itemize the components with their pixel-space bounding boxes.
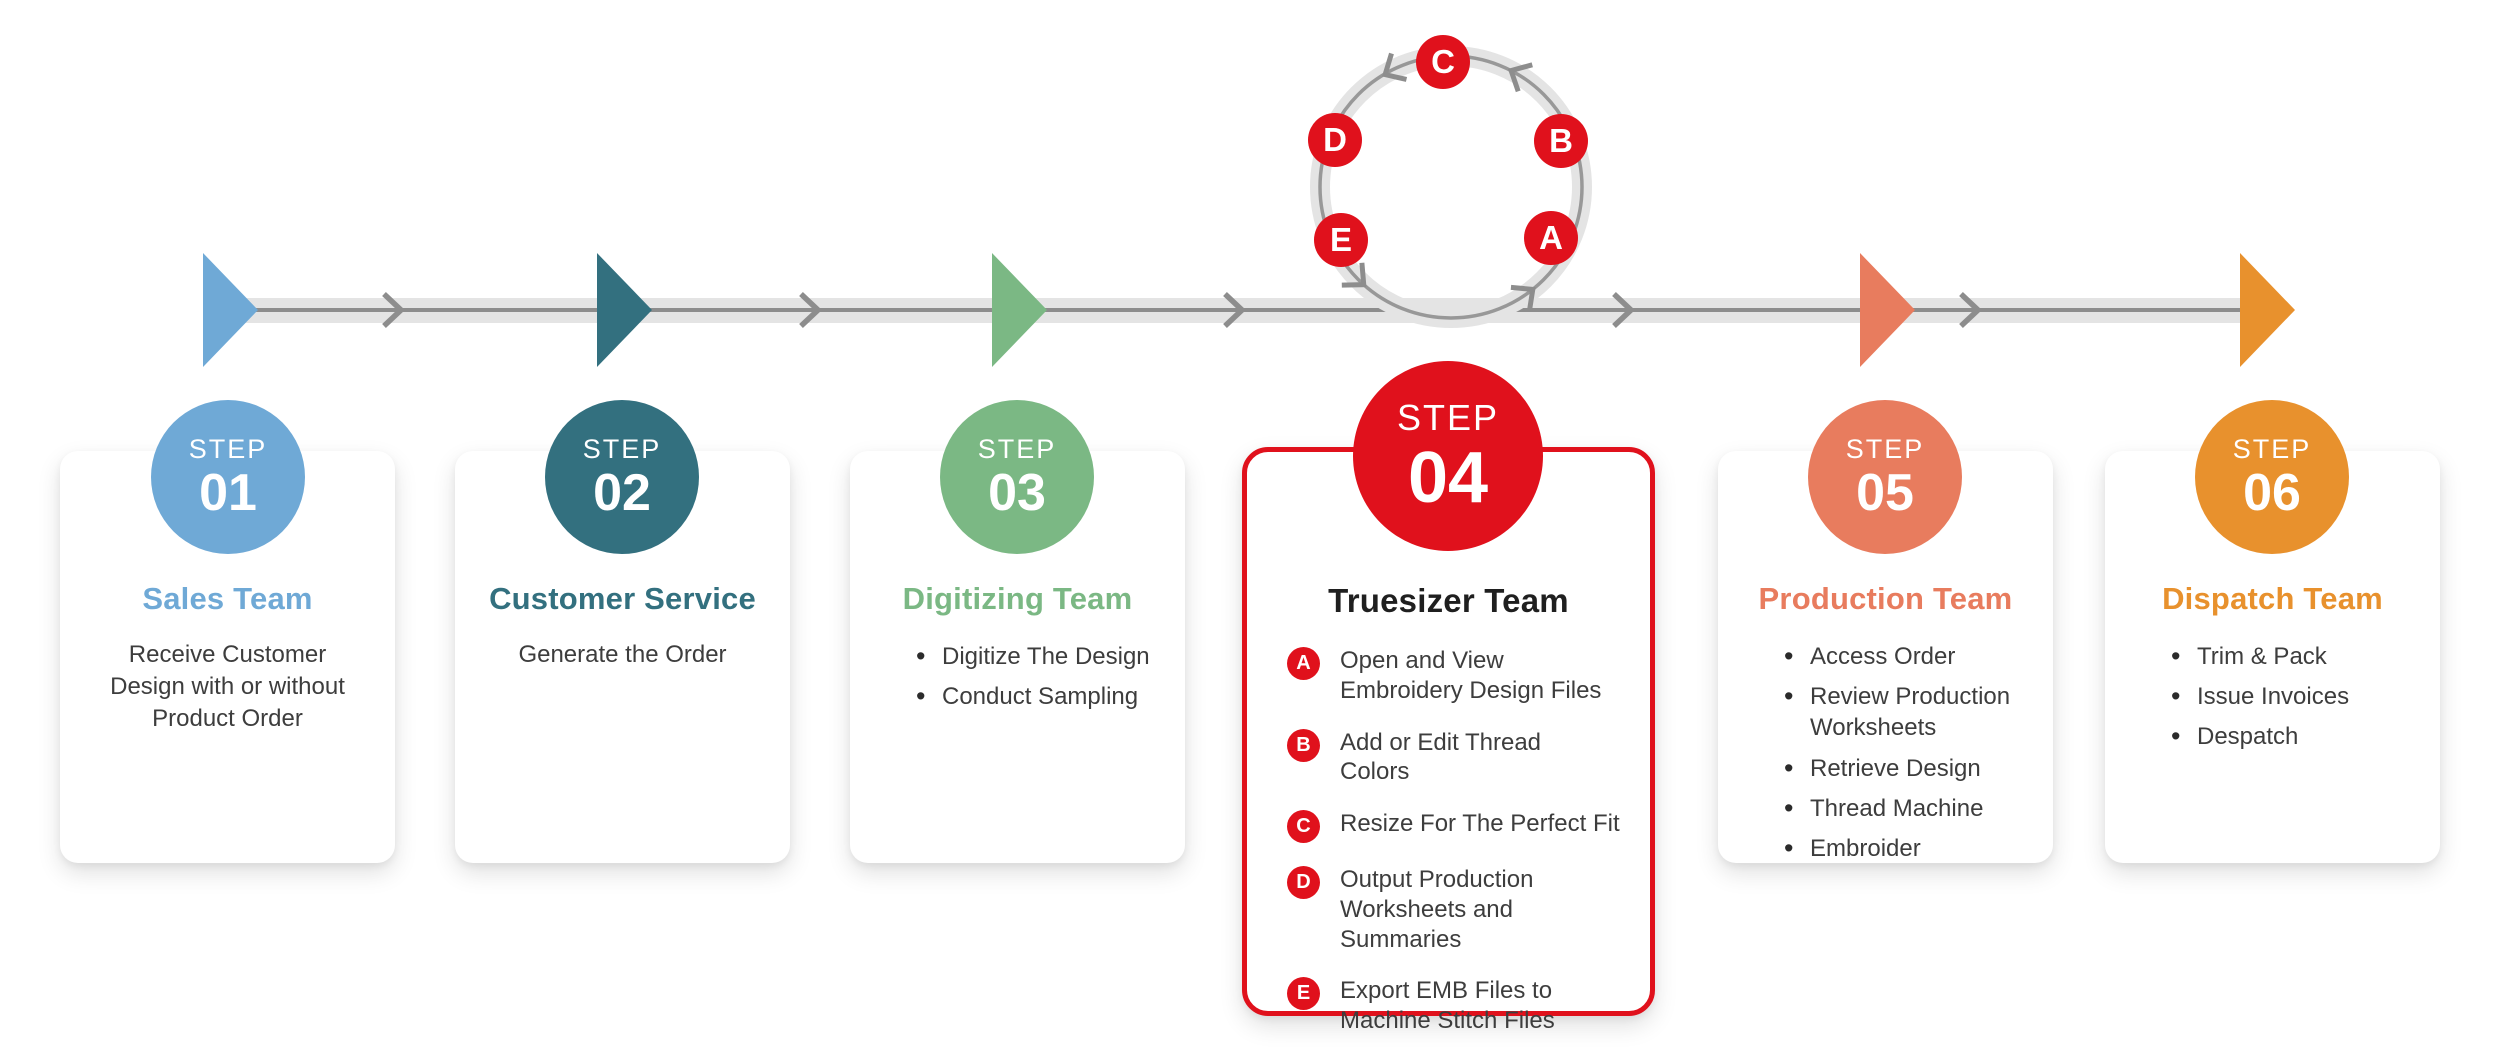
- arrow-chevron-icon: [1959, 291, 1983, 329]
- list-item: Despatch: [2171, 719, 2416, 754]
- text-line: Machine Stitch Files: [1340, 1007, 1555, 1034]
- list-item-text: Resize For The Perfect Fit: [1340, 809, 1620, 839]
- step-2-arrowhead-icon: [597, 253, 652, 367]
- loop-badge-c: C: [1416, 35, 1470, 89]
- arrow-chevron-icon: [382, 291, 406, 329]
- text-line: Add or Edit Thread: [1340, 728, 1542, 756]
- list-item: A Open and View Embroidery Design Files: [1287, 646, 1626, 706]
- list-item-text: Open and View Embroidery Design Files: [1340, 646, 1601, 706]
- list-item: Digitize The Design: [916, 639, 1161, 674]
- letter-badge-d: D: [1287, 866, 1320, 899]
- list-item: D Output Production Worksheets and Summa…: [1287, 865, 1626, 954]
- loop-badge-d: D: [1308, 113, 1362, 167]
- list-item: Trim & Pack: [2171, 639, 2416, 674]
- step-2-circle: STEP 02: [545, 400, 699, 554]
- loop-circle-line: [1318, 54, 1584, 320]
- text-line: Worksheets and Summaries: [1340, 895, 1513, 953]
- arrow-chevron-icon: [799, 291, 823, 329]
- bullet-list: Digitize The Design Conduct Sampling: [916, 639, 1161, 714]
- arrow-chevron-icon: [1223, 291, 1247, 329]
- step-6-arrowhead-icon: [2240, 253, 2295, 367]
- text-line: Export EMB Files to: [1340, 977, 1553, 1005]
- text-line: Output Production: [1340, 866, 1534, 893]
- step-number: 02: [593, 463, 651, 522]
- card-title: Production Team: [1758, 581, 2013, 616]
- list-item-text: Output Production Worksheets and Summari…: [1340, 865, 1626, 954]
- card-title: Dispatch Team: [2162, 581, 2383, 616]
- loop-arrow-icon: [1510, 284, 1536, 312]
- card-title: Customer Service: [489, 581, 756, 616]
- step-5-arrowhead-icon: [1860, 253, 1915, 367]
- card-title: Digitizing Team: [902, 581, 1133, 616]
- step-1-circle: STEP 01: [151, 400, 305, 554]
- card-description: Receive Customer Design with or without …: [110, 641, 345, 733]
- loop-badge-b: B: [1534, 114, 1588, 168]
- step-number: 01: [199, 463, 257, 522]
- step-5-circle: STEP 05: [1808, 400, 1962, 554]
- card-truesizer-team: Truesizer Team A Open and View Embroider…: [1242, 447, 1655, 1034]
- list-item: Issue Invoices: [2171, 679, 2416, 714]
- list-item: Conduct Sampling: [916, 679, 1161, 714]
- card-dispatch-team: Dispatch Team Trim & Pack Issue Invoices…: [2105, 451, 2440, 863]
- step-number: 05: [1856, 463, 1914, 522]
- text-line: Embroidery Design Files: [1340, 676, 1602, 704]
- step-number: 06: [2243, 463, 2301, 522]
- loop-arrow-icon: [1507, 62, 1533, 93]
- list-item: Retrieve Design: [1784, 751, 2029, 786]
- text-line: Colors: [1340, 758, 1410, 786]
- letter-badge-a: A: [1287, 647, 1320, 680]
- loop-badge-a: A: [1524, 211, 1578, 265]
- text-line: Resize For The Perfect Fit: [1340, 810, 1620, 837]
- lettered-list: A Open and View Embroidery Design Files …: [1287, 646, 1626, 1036]
- list-item: Thread Machine: [1784, 791, 2029, 826]
- list-item-text: Export EMB Files to Machine Stitch Files: [1340, 976, 1555, 1036]
- step-number: 04: [1407, 437, 1489, 518]
- step-label: STEP: [2232, 434, 2312, 465]
- step-4-circle: STEP 04: [1353, 361, 1543, 551]
- list-item: Review Production Worksheets: [1784, 679, 2029, 743]
- loop-arrow-icon: [1341, 262, 1367, 288]
- list-item: B Add or Edit Thread Colors: [1287, 728, 1626, 788]
- card-description: Generate the Order: [518, 641, 727, 668]
- list-item: C Resize For The Perfect Fit: [1287, 809, 1626, 843]
- list-item-text: Add or Edit Thread Colors: [1340, 728, 1541, 788]
- letter-badge-b: B: [1287, 728, 1320, 762]
- loop-badge-e: E: [1314, 213, 1368, 267]
- step-label: STEP: [1845, 434, 1925, 465]
- bullet-list: Trim & Pack Issue Invoices Despatch: [2171, 639, 2416, 755]
- step-3-arrowhead-icon: [992, 253, 1047, 367]
- letter-badge-e: E: [1287, 977, 1320, 1011]
- card-title: Truesizer Team: [1328, 582, 1569, 619]
- letter-badge-c: C: [1287, 810, 1320, 843]
- loop-arrow-icon: [1381, 52, 1408, 82]
- text-line: Open and View: [1340, 647, 1504, 674]
- step-1-arrowhead-icon: [203, 253, 258, 367]
- step-6-circle: STEP 06: [2195, 400, 2349, 554]
- arrow-chevron-icon: [1612, 291, 1636, 329]
- step-label: STEP: [1396, 397, 1500, 439]
- card-title: Sales Team: [142, 581, 313, 616]
- timeline-line: [230, 308, 2270, 312]
- step-label: STEP: [188, 434, 268, 465]
- list-item: E Export EMB Files to Machine Stitch Fil…: [1287, 976, 1626, 1036]
- step-3-circle: STEP 03: [940, 400, 1094, 554]
- list-item: Access Order: [1784, 639, 2029, 674]
- list-item: Embroider: [1784, 831, 2029, 866]
- step-label: STEP: [582, 434, 662, 465]
- step-label: STEP: [977, 434, 1057, 465]
- bullet-list: Access Order Review Production Worksheet…: [1784, 639, 2029, 866]
- step-number: 03: [988, 463, 1046, 522]
